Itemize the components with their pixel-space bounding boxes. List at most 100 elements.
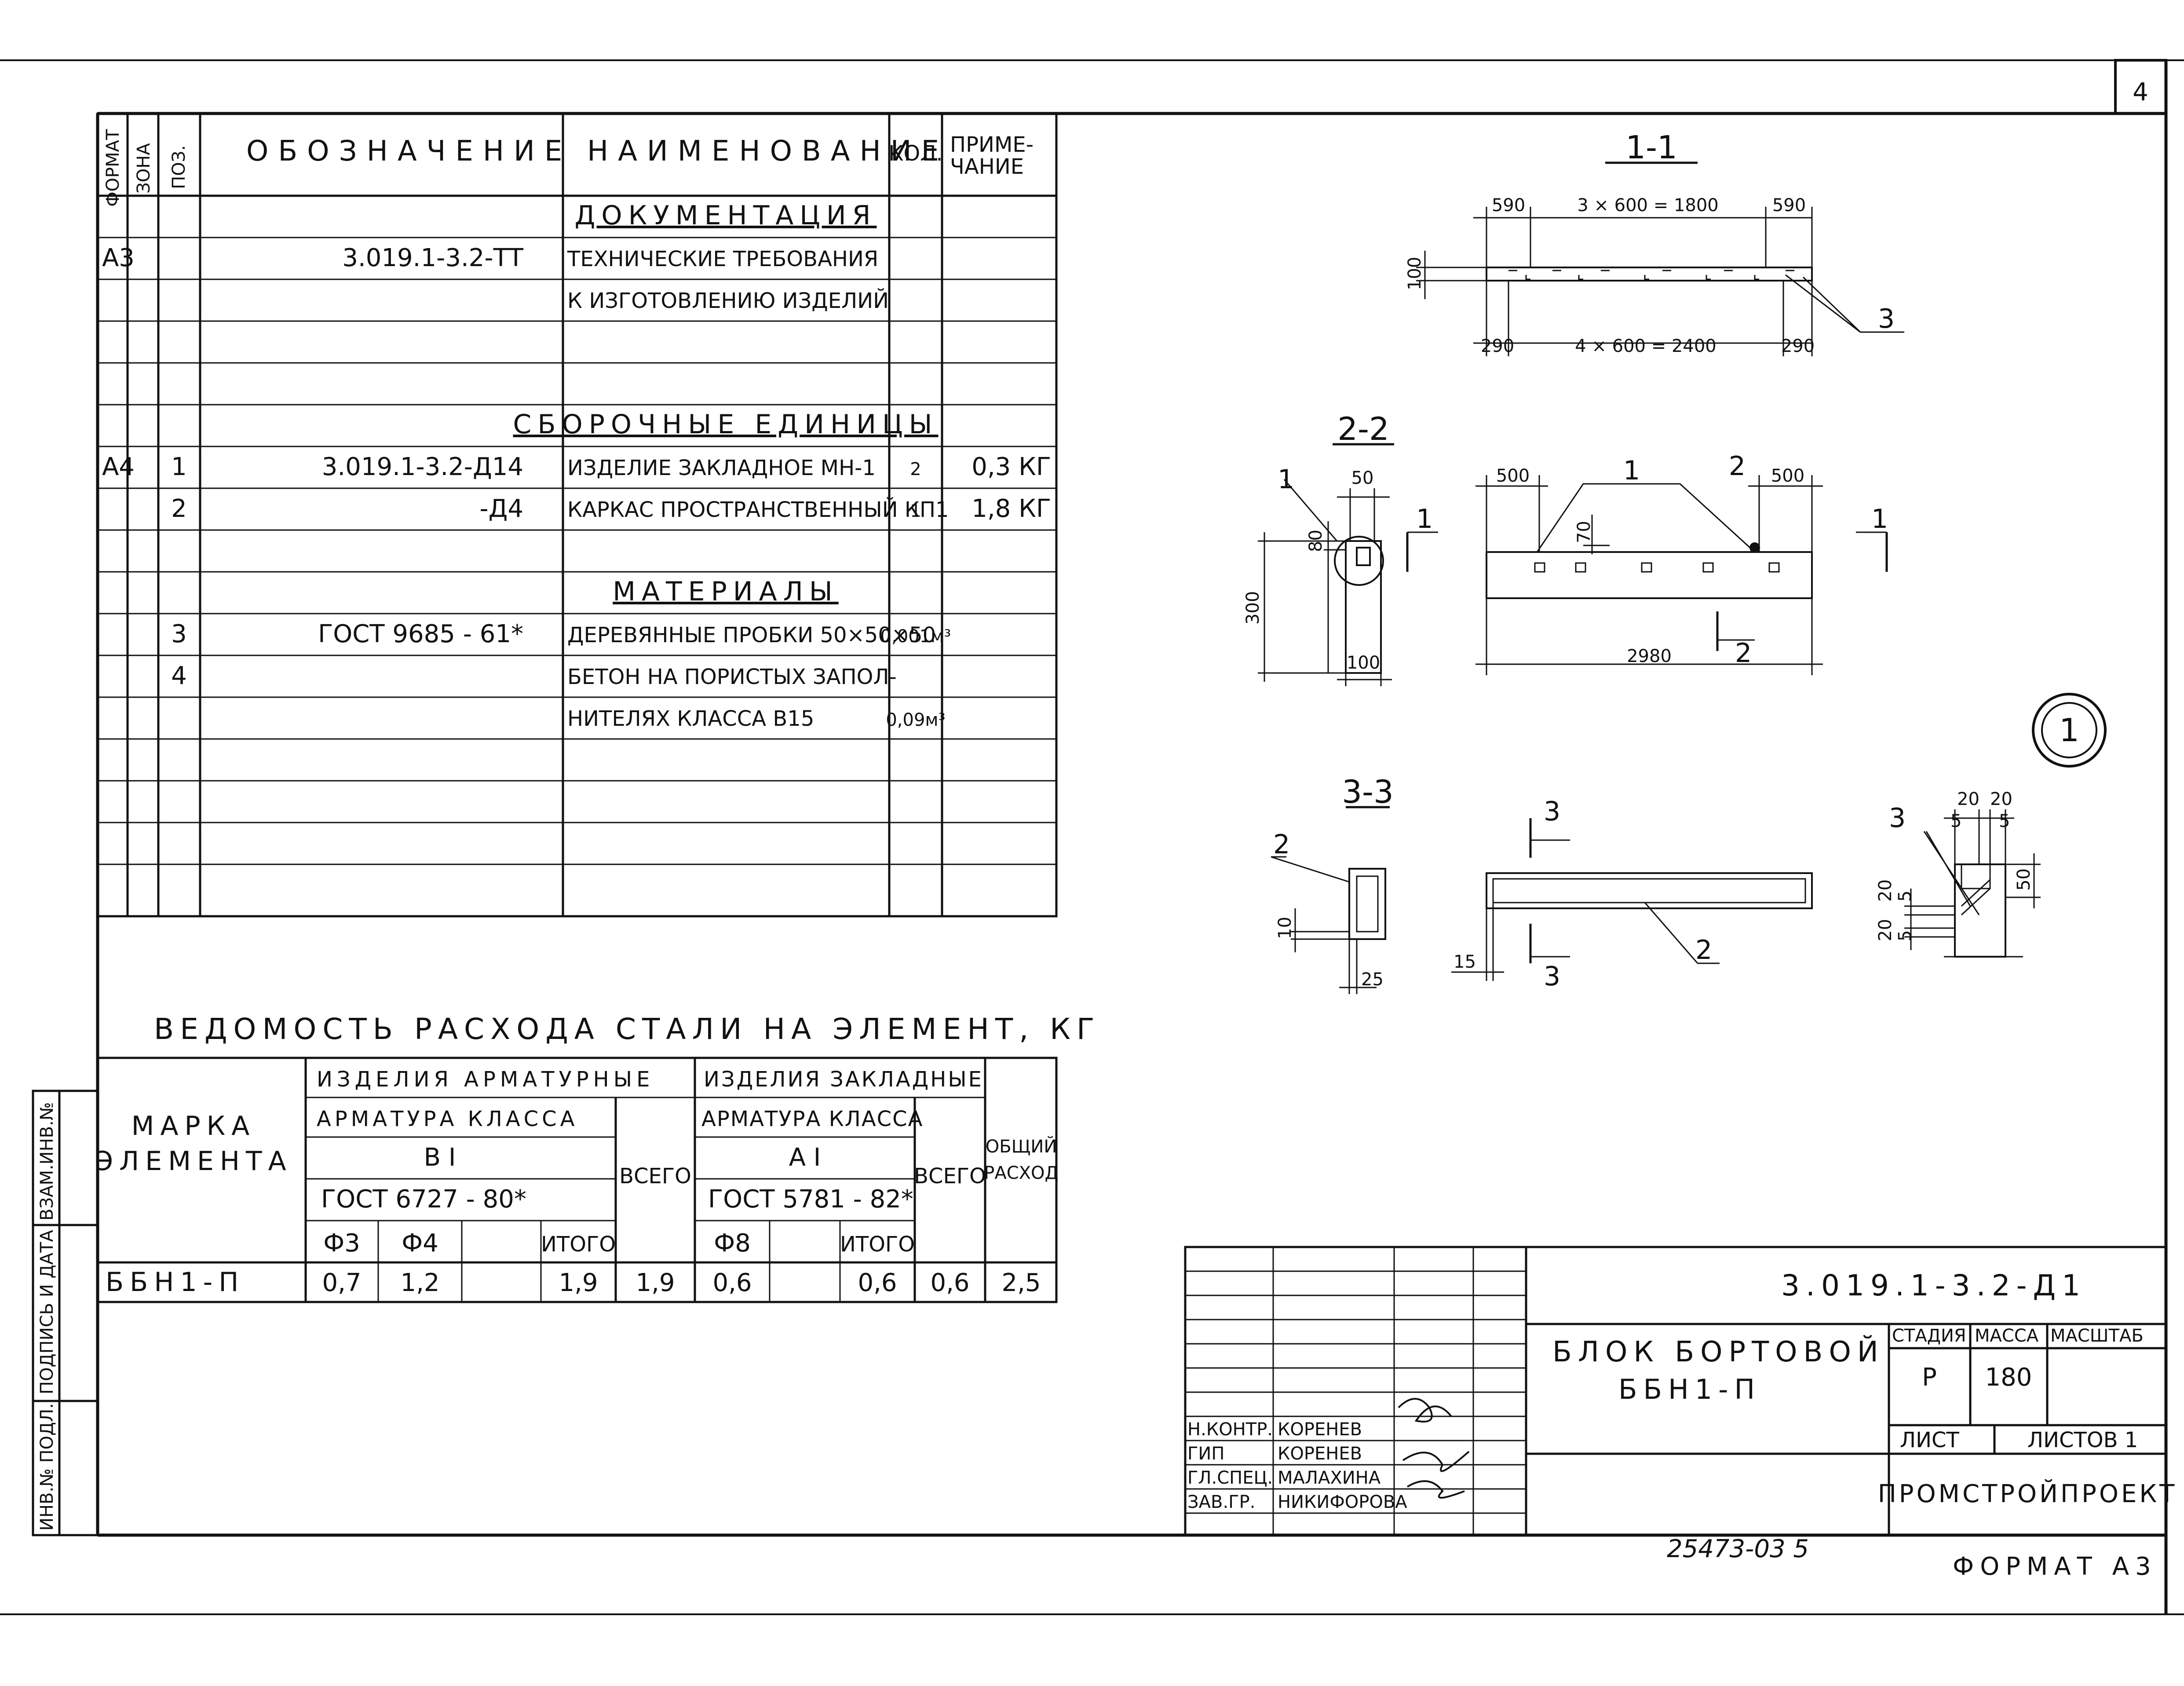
sec22-title: 2-2 xyxy=(1337,410,1389,447)
node-dim-5b: 5 xyxy=(1999,811,2010,831)
steel-row-overall: 2,5 xyxy=(1001,1269,1041,1297)
spec-header-qty: КОЛ. xyxy=(888,141,942,166)
elev-dim-70: 70 xyxy=(1574,521,1594,543)
spec-header-pos: ПОЗ. xyxy=(169,145,189,189)
section-3-3 xyxy=(1271,806,1390,994)
steel-sub2-total: ИТОГО xyxy=(840,1232,915,1257)
steel-sub1-f3: Ф3 xyxy=(323,1229,360,1258)
section-2-2 xyxy=(1258,443,1394,686)
spec-cell-name: К ИЗГОТОВЛЕНИЮ ИЗДЕЛИЙ xyxy=(567,288,889,313)
steel-gost-1: ГОСТ 6727 - 80* xyxy=(321,1185,526,1214)
spec-cell-qty: 2 xyxy=(910,459,921,479)
tb-name-2: ББН1-П xyxy=(1618,1373,1761,1405)
spec-cell-name: ДЕРЕВЯННЫЕ ПРОБКИ 50×50×50 xyxy=(567,623,936,647)
spec-cell-pos: 2 xyxy=(171,494,187,523)
sec11-callout: 3 xyxy=(1878,304,1895,334)
side-stamp-inv: ИНВ.№ ПОДЛ. xyxy=(37,1403,57,1531)
section-1-1 xyxy=(1416,161,1904,356)
footer-number: 25473-03 5 xyxy=(1667,1535,1809,1563)
sec11-title: 1-1 xyxy=(1625,129,1677,166)
tb-stage-label: СТАДИЯ xyxy=(1892,1326,1966,1346)
sec11-dim-290-left: 290 xyxy=(1481,336,1514,356)
spec-cell-designation: ГОСТ 9685 - 61* xyxy=(318,620,523,648)
steel-row-f8: 0,6 xyxy=(712,1269,752,1297)
frame-dim-15: 15 xyxy=(1454,952,1476,972)
steel-row-mark: ББН1-П xyxy=(106,1267,245,1298)
tb-sheets-label: ЛИСТОВ 1 xyxy=(2027,1428,2138,1452)
spec-header-format: ФОРМАТ xyxy=(103,129,123,207)
steel-mark-header-2: ЭЛЕМЕНТА xyxy=(95,1146,292,1177)
steel-total-2-label: ВСЕГО xyxy=(914,1164,986,1189)
tb-person-name: МАЛАХИНА xyxy=(1278,1468,1381,1488)
spec-cell-name: ДОКУМЕНТАЦИЯ xyxy=(575,200,877,231)
node-marker-outer xyxy=(2032,693,2107,768)
spec-cell-name: КАРКАС ПРОСТРАНСТВЕННЫЙ КП1 xyxy=(567,497,949,522)
spec-cell-name: ИЗДЕЛИЕ ЗАКЛАДНОЕ МН-1 xyxy=(567,456,876,480)
tb-role: ГИП xyxy=(1187,1444,1224,1464)
tb-stage: Р xyxy=(1922,1363,1937,1392)
elev-callout-1: 1 xyxy=(1623,455,1640,486)
sec33-dim-25: 25 xyxy=(1361,969,1384,990)
tb-role: Н.КОНТР. xyxy=(1187,1419,1273,1440)
node-marker-inner xyxy=(2041,702,2097,758)
spec-cell-qty: 1 xyxy=(910,501,921,521)
steel-row-g2-total: 0,6 xyxy=(930,1269,969,1297)
node-detail xyxy=(1904,809,2041,958)
sec11-dim-height: 100 xyxy=(1405,257,1425,290)
spec-cell-designation: 3.019.1-3.2-Д14 xyxy=(322,453,523,481)
sec33-title: 3-3 xyxy=(1342,773,1394,810)
steel-gost-2: ГОСТ 5781 - 82* xyxy=(708,1185,913,1214)
elev-dim-500-left: 500 xyxy=(1496,466,1530,486)
elev-cut-2: 2 xyxy=(1735,638,1752,669)
spec-cell-name: БЕТОН НА ПОРИСТЫХ ЗАПОЛ- xyxy=(567,665,897,689)
sec22-dim-50: 50 xyxy=(1351,468,1374,488)
side-stamp: ИНВ.№ ПОДЛ. ПОДПИСЬ И ДАТА ВЗАМ.ИНВ.№ xyxy=(32,1090,99,1536)
steel-sub1-total: ИТОГО xyxy=(541,1232,616,1257)
steel-group-2: ИЗДЕЛИЯ ЗАКЛАДНЫЕ xyxy=(704,1067,983,1092)
steel-class-2: А I xyxy=(789,1143,821,1172)
tb-person-name: КОРЕНЕВ xyxy=(1278,1419,1362,1440)
node-marker: 1 xyxy=(2059,712,2079,749)
steel-total-1-label: ВСЕГО xyxy=(619,1164,691,1189)
node-dim-l5b: 5 xyxy=(1895,930,1915,941)
steel-sub2-f8: Ф8 xyxy=(714,1229,751,1258)
elev-callout-2: 2 xyxy=(1729,451,1746,482)
elev-dim-500-right: 500 xyxy=(1771,466,1804,486)
node-dim-5: 5 xyxy=(1950,811,1961,831)
tb-sheet-label: ЛИСТ xyxy=(1900,1428,1960,1452)
steel-row-f4: 1,2 xyxy=(400,1269,439,1297)
spec-header-designation: ОБОЗНАЧЕНИЕ xyxy=(246,135,572,168)
tb-person-name: НИКИФОРОВА xyxy=(1278,1492,1407,1512)
spec-cell-note: 0,3 КГ xyxy=(971,453,1051,481)
elevation xyxy=(1406,475,1888,675)
spec-header-note-2: ЧАНИЕ xyxy=(950,154,1024,179)
sec11-dim-590-left: 590 xyxy=(1492,195,1525,216)
side-stamp-replace: ВЗАМ.ИНВ.№ xyxy=(37,1102,57,1221)
steel-table: МАРКА ЭЛЕМЕНТА ИЗДЕЛИЯ АРМАТУРНЫЕ ИЗДЕЛИ… xyxy=(95,1057,1059,1303)
spec-cell-designation: 3.019.1-3.2-ТТ xyxy=(342,244,523,272)
node-dim-20b: 20 xyxy=(1990,789,2012,809)
format-label: ФОРМАТ А3 xyxy=(1953,1552,2157,1581)
tb-name: БЛОК БОРТОВОЙ xyxy=(1552,1335,1885,1368)
spec-cell-designation: -Д4 xyxy=(479,494,523,523)
steel-row-g2-subtotal: 0,6 xyxy=(858,1269,897,1297)
tb-role: ГЛ.СПЕЦ. xyxy=(1187,1468,1273,1488)
tb-code: 3.019.1-3.2-Д1 xyxy=(1781,1269,2086,1302)
spec-cell-pos: 1 xyxy=(171,453,187,481)
steel-title: ВЕДОМОСТЬ РАСХОДА СТАЛИ НА ЭЛЕМЕНТ, КГ xyxy=(154,1012,1100,1046)
steel-row-g1-total: 1,9 xyxy=(635,1269,675,1297)
tb-role: ЗАВ.ГР. xyxy=(1187,1492,1255,1512)
steel-sub1-f4: Ф4 xyxy=(402,1229,438,1258)
steel-class-label-2: АРМАТУРА КЛАССА xyxy=(701,1107,924,1131)
spec-cell-name: СБОРОЧНЫЕ ЕДИНИЦЫ xyxy=(513,409,938,440)
sec33-callout: 2 xyxy=(1273,829,1290,860)
sec33-dim-10: 10 xyxy=(1275,917,1295,939)
sec22-callout: 1 xyxy=(1278,464,1294,495)
steel-group-1: ИЗДЕЛИЯ АРМАТУРНЫЕ xyxy=(317,1067,654,1092)
steel-row-f3: 0,7 xyxy=(322,1269,361,1297)
node-callout: 3 xyxy=(1889,803,1906,834)
spec-cell-pos: 3 xyxy=(171,620,187,648)
steel-class-label-1: АРМАТУРА КЛАССА xyxy=(317,1107,578,1131)
